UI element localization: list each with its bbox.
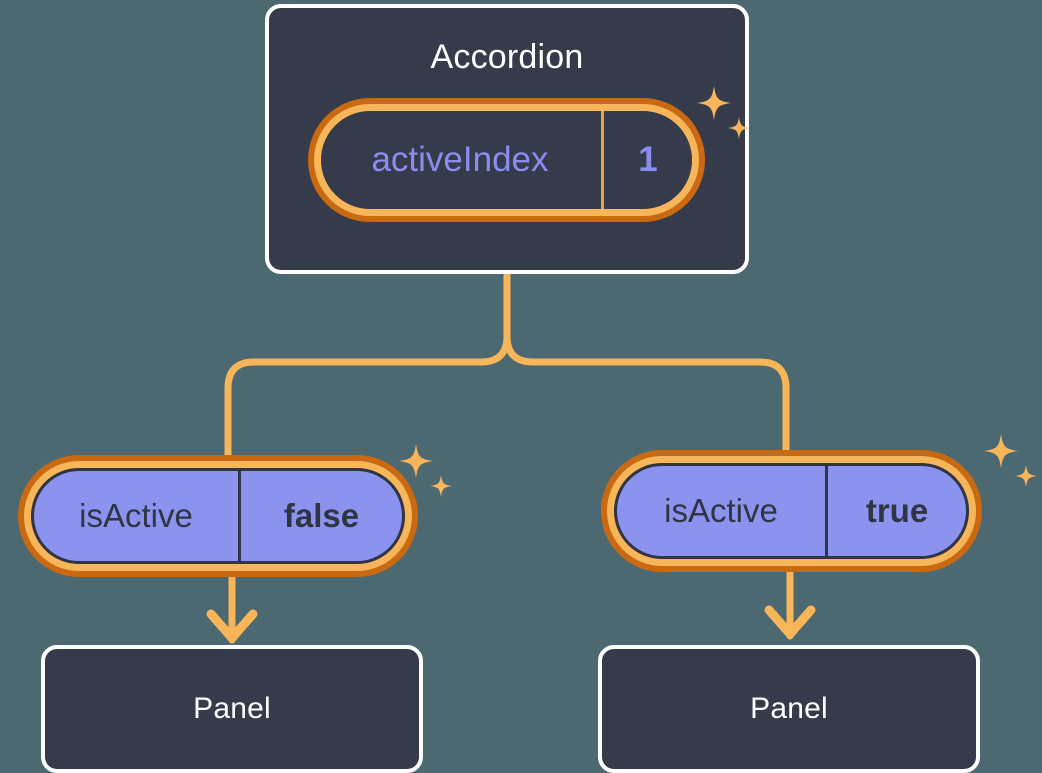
panel-title-left: Panel [193, 692, 271, 725]
panel-component-node-left[interactable]: Panel [41, 645, 423, 773]
pill-inner-ring: isActive false [24, 461, 412, 571]
pill-body: activeIndex 1 [321, 111, 692, 209]
connector-accordion-to-right-child [503, 332, 790, 462]
pill-inner-ring: activeIndex 1 [314, 104, 699, 216]
state-pill-active-index[interactable]: activeIndex 1 [308, 98, 705, 222]
state-pill-is-active-true[interactable]: isActive true [601, 450, 982, 572]
panel-component-node-right[interactable]: Panel [598, 645, 980, 773]
prop-key-label: isActive [617, 466, 828, 556]
connector-accordion-to-children [224, 270, 511, 466]
prop-key-label: isActive [34, 471, 241, 561]
prop-value-label: true [865, 492, 929, 529]
pill-inner-ring: isActive true [607, 456, 976, 566]
pill-body: isActive false [31, 468, 405, 564]
accordion-title: Accordion [430, 38, 584, 76]
prop-value-label: false [283, 497, 360, 534]
arrow-head-left [206, 609, 258, 643]
pill-body: isActive true [614, 463, 969, 559]
arrow-head-right [764, 605, 816, 639]
state-value-label: 1 [638, 140, 658, 179]
panel-title-right: Panel [750, 692, 828, 725]
state-key-label: activeIndex [321, 111, 604, 209]
state-pill-is-active-false[interactable]: isActive false [18, 455, 418, 577]
